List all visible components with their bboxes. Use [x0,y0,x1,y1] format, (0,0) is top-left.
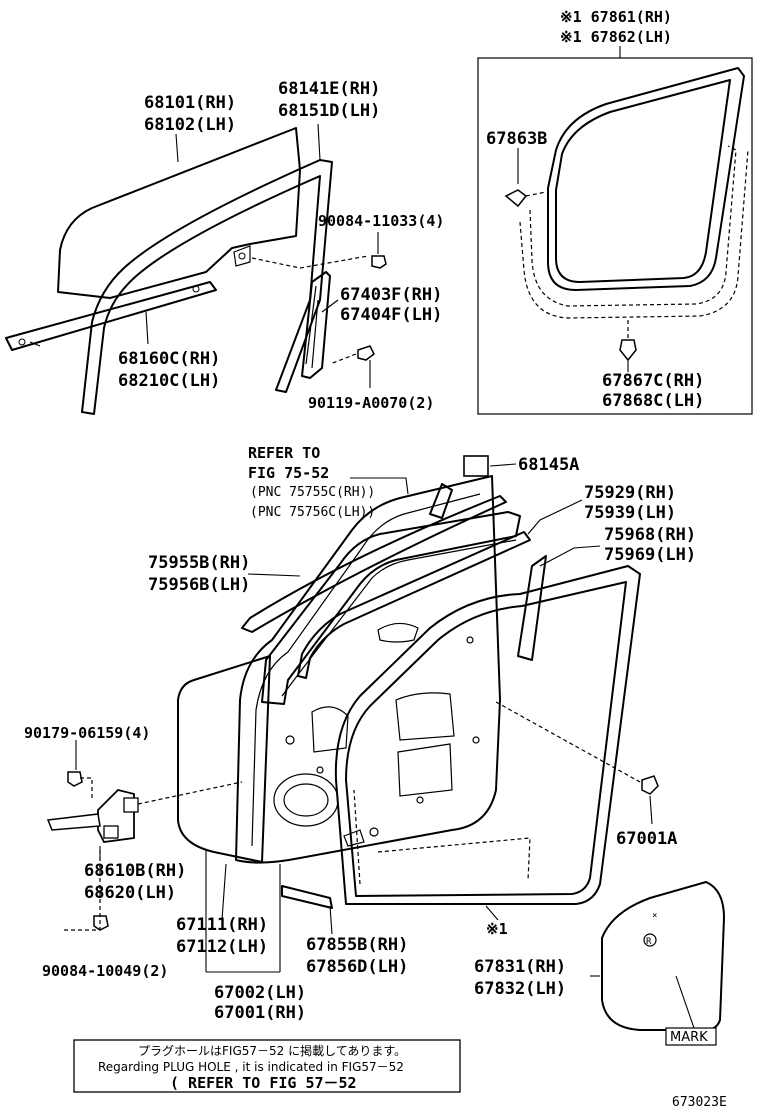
label-90084-11033: 90084-11033(4) [318,212,444,230]
label-68151D: 68151D(LH) [278,101,380,121]
figure-id: 673023E [672,1095,727,1110]
label-68141E: 68141E(RH) [278,79,380,99]
refer-line-3: (PNC 75755C(RH)) [250,485,375,500]
svg-text:×: × [652,911,657,921]
door-hinge [46,781,243,843]
label-75929: 75929(RH) [584,483,676,503]
label-67001: 67001(RH) [214,1003,306,1023]
door-outer-panel [177,655,271,863]
bolt-icon [64,848,109,931]
refer-line-2: FIG 75-52 [248,464,329,482]
label-75955B: 75955B(RH) [148,553,250,573]
bolt-icon [67,771,93,800]
label-68210C: 68210C(LH) [118,371,220,391]
label-67403F: 67403F(RH) [340,285,442,305]
rear-lower-run [301,271,331,379]
refer-line-4: (PNC 75756C(LH)) [250,505,375,520]
door-glass [57,127,301,299]
door-inner-panel [235,475,501,864]
lower-glass-channel [5,281,217,351]
label-68620: 68620(LH) [84,883,176,903]
clip-icon [504,189,547,208]
label-67861: ※1 67861(RH) [560,8,672,26]
division-bar-seal [517,555,547,661]
label-68610B: 68610B(RH) [84,861,186,881]
service-hole-cover: R × MARK [590,881,725,1046]
label-67832: 67832(LH) [474,979,566,999]
weatherstrip-inset [477,46,753,415]
label-67404F: 67404F(LH) [340,305,442,325]
label-67855B: 67855B(RH) [306,935,408,955]
label-67002: 67002(LH) [214,983,306,1003]
label-75969: 75969(LH) [604,545,696,565]
plug-hole-notice: プラグホールはFIG57－52 に掲載してあります。 Regarding PLU… [73,1039,461,1093]
door-weatherstrip [547,67,745,291]
bolt-icon [329,345,375,388]
label-68102: 68102(LH) [144,115,236,135]
label-75968: 75968(RH) [604,525,696,545]
window-frame-sash [261,511,521,705]
part-number-labels: ※1 67861(RH) ※1 67862(LH) 68101(RH) 6810… [24,8,704,1023]
label-67111: 67111(RH) [176,915,268,935]
door-opening-weatherstrip [334,565,641,905]
notice-frame [73,1039,461,1093]
label-75956B: 75956B(LH) [148,575,250,595]
label-68145A: 68145A [518,455,579,475]
belt-moulding [241,495,507,633]
label-90119: 90119-A0070(2) [308,394,434,412]
refer-line-1: REFER TO [248,444,320,462]
label-67112: 67112(LH) [176,937,268,957]
label-90179: 90179-06159(4) [24,724,150,742]
front-door-assembly [46,455,659,973]
weatherstrip-clip-rail [529,145,737,307]
lower-door-weatherstrip [281,885,333,909]
label-67867C: 67867C(RH) [602,371,704,391]
glass-run-channel [81,159,333,415]
belt-weatherstrip [297,531,531,679]
door-glass-group [5,123,387,415]
label-67863B: 67863B [486,129,547,149]
svg-text:R: R [646,937,652,947]
mark-label: MARK [670,1030,708,1045]
label-67856D: 67856D(LH) [306,957,408,977]
label-90084-10049: 90084-10049(2) [42,962,168,980]
label-67862: ※1 67862(LH) [560,28,672,46]
label-68160C: 68160C(RH) [118,349,220,369]
sash-cover-clip [463,455,489,477]
notice-refer: ( REFER TO FIG 57－52 [170,1074,357,1092]
mark-box [665,1027,717,1046]
label-67831: 67831(RH) [474,957,566,977]
label-67868C: 67868C(LH) [602,391,704,411]
label-67001A: 67001A [616,829,677,849]
plug-icon [495,701,659,795]
inset-frame [477,57,753,415]
label-star-1: ※1 [486,920,508,938]
clip-icon [619,318,637,372]
label-68101: 68101(RH) [144,93,236,113]
label-75939: 75939(LH) [584,503,676,523]
notice-english: Regarding PLUG HOLE , it is indicated in… [98,1060,404,1074]
bolt-icon [371,232,387,269]
notice-japanese: プラグホールはFIG57－52 に掲載してあります。 [138,1043,406,1058]
